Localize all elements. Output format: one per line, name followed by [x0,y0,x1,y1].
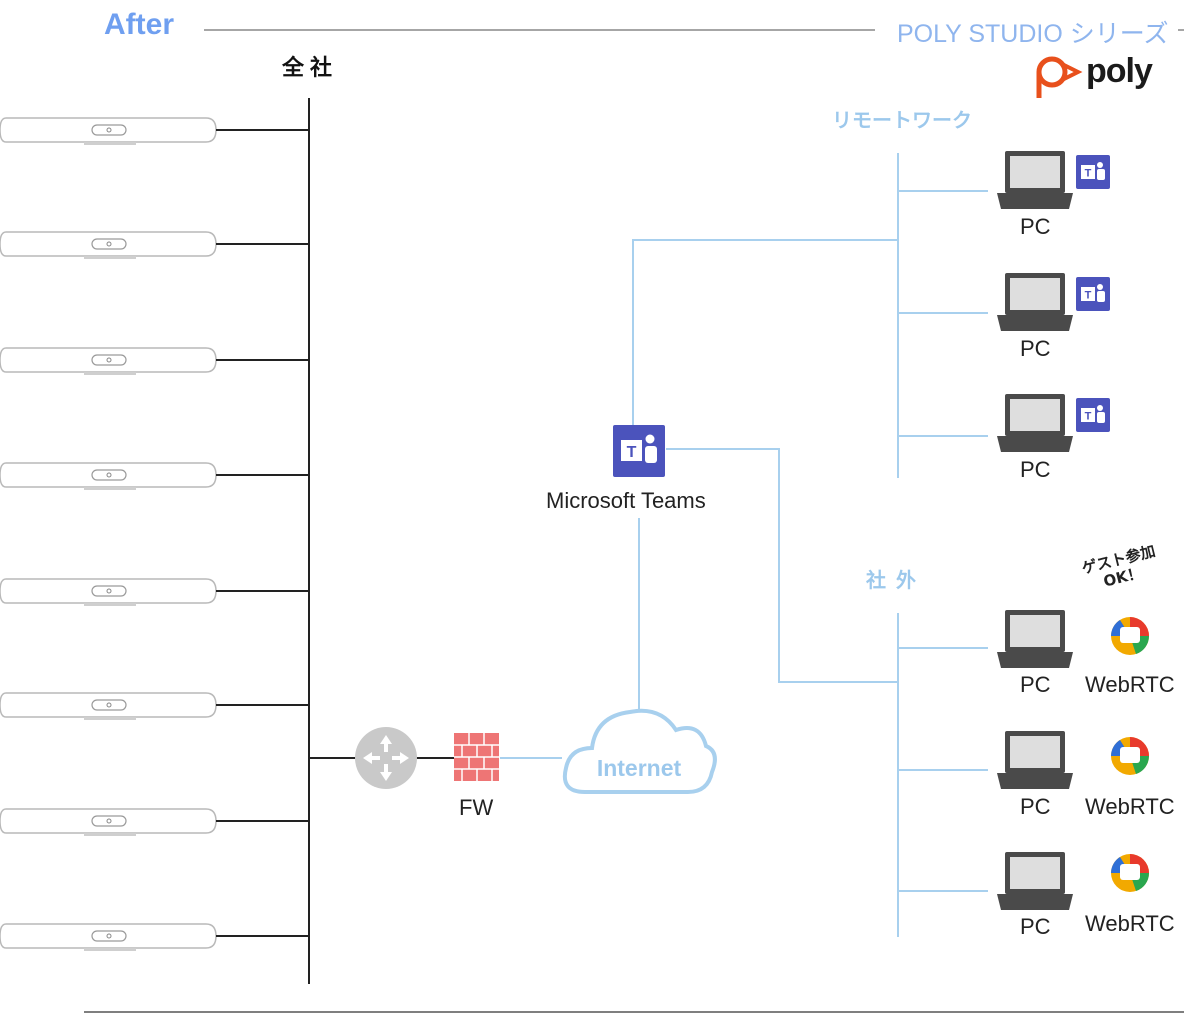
poly-studio-device-icon [0,231,217,260]
poly-studio-device-icon [0,462,217,491]
remote-pc-label: PC [1020,214,1051,239]
poly-studio-device-icon [0,578,217,607]
remote-pc-label: PC [1020,457,1051,482]
internet-label: Internet [597,755,682,781]
remote-pc-label: PC [1020,336,1051,361]
studio-bar-group [0,117,309,952]
webrtc-icon [1111,854,1149,892]
teams-icon [1076,277,1110,311]
external-label: 社外 [866,568,926,592]
webrtc-icon [1111,737,1149,775]
poly-studio-device-icon [0,808,217,837]
laptop-icon [997,273,1073,331]
svg-text:T: T [627,444,637,461]
poly-studio-device-icon [0,117,217,146]
poly-studio-device-icon [0,347,217,376]
after-label: After [104,8,175,41]
company-wide-label: 全社 [282,56,339,81]
webrtc-label: WebRTC [1085,794,1175,819]
webrtc-label: WebRTC [1085,911,1175,936]
teams-label: Microsoft Teams [546,488,706,513]
firewall-icon [454,733,499,781]
external-pc-label: PC [1020,914,1051,939]
poly-logo-icon [1036,56,1083,98]
series-label: POLY STUDIO シリーズ [897,20,1169,48]
router-icon [355,727,417,789]
teams-icon [1076,155,1110,189]
laptop-icon [997,852,1073,910]
laptop-icon [997,731,1073,789]
external-pc-label: PC [1020,672,1051,697]
poly-studio-device-icon [0,692,217,721]
firewall-label: FW [459,795,494,820]
laptop-icon [997,394,1073,452]
webrtc-icon [1111,617,1149,655]
internet-cloud-icon: Internet [562,708,717,794]
teams-icon: T [613,425,665,477]
teams-icon [1076,398,1110,432]
external-pc-label: PC [1020,794,1051,819]
poly-brand-name: poly [1086,52,1153,90]
remote-work-label: リモートワーク [832,108,972,132]
laptop-icon [997,610,1073,668]
laptop-icon [997,151,1073,209]
poly-studio-device-icon [0,923,217,952]
webrtc-label: WebRTC [1085,672,1175,697]
